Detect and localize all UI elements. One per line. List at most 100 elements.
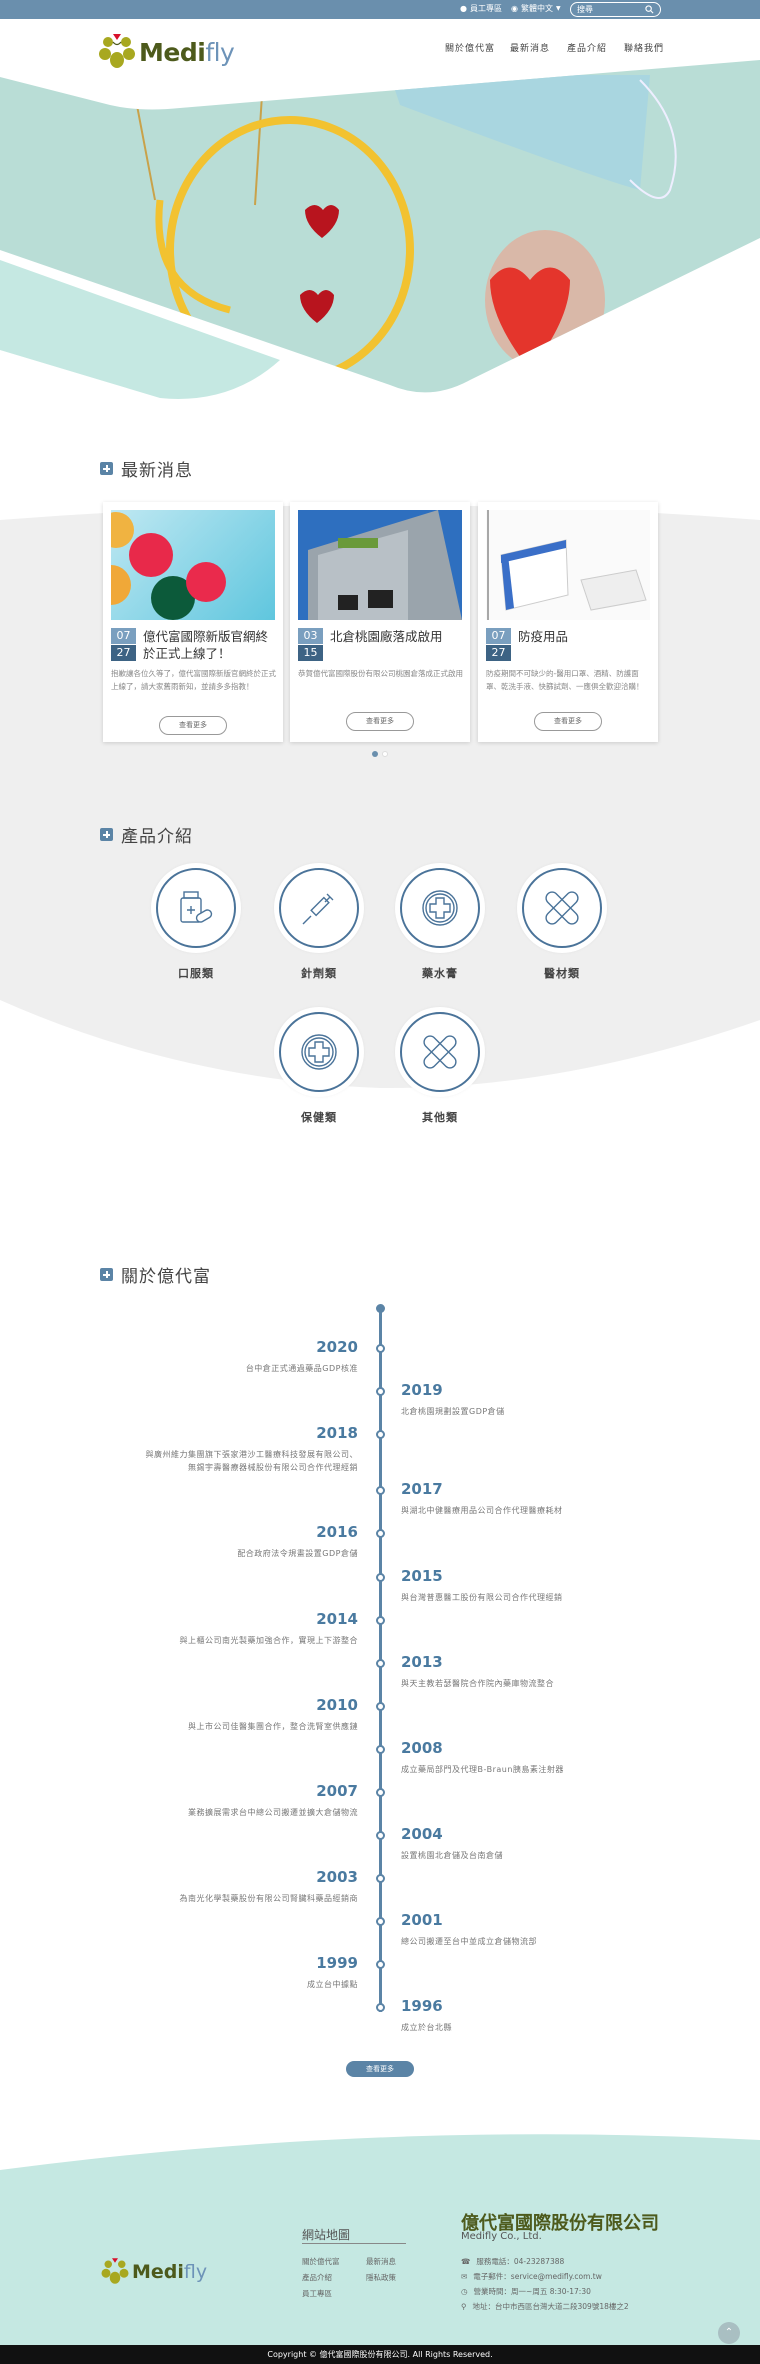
timeline-year: 2020: [316, 1338, 358, 1356]
language-select[interactable]: ◉繁體中文▼: [511, 3, 561, 14]
timeline-desc: 北倉桃園規劃設置GDP倉儲: [401, 1405, 721, 1418]
company-name: 億代富國際股份有限公司: [461, 2213, 659, 2234]
timeline-desc-line: 配合政府法令規畫設置GDP倉儲: [237, 1549, 358, 1558]
nav-news[interactable]: 最新消息: [510, 44, 551, 54]
news-card-title[interactable]: 北倉桃園廠落成啟用: [330, 629, 443, 644]
news-day: 15: [298, 645, 323, 661]
about-section-title: 關於億代富: [100, 1262, 211, 1287]
sitemap-divider: [302, 2243, 406, 2244]
footer-link-news[interactable]: 最新消息: [366, 2257, 396, 2266]
footer-background: [0, 2134, 760, 2350]
timeline-year: 2017: [401, 1480, 443, 1498]
timeline-desc-line: 與台灣普惠醫工股份有限公司合作代理經銷: [401, 1593, 563, 1602]
timeline-year: 1996: [401, 1997, 443, 2015]
product-other[interactable]: 其他類: [393, 1007, 487, 1125]
timeline-desc: 總公司搬遷至台中並成立倉儲物流部: [401, 1935, 721, 1948]
news-title: 最新消息: [121, 461, 193, 481]
medical-cross-icon: [301, 1034, 337, 1070]
timeline-desc: 成立藥局部門及代理B-Braun胰島素注射器: [401, 1763, 721, 1776]
timeline-desc: 與上市公司佳醫集團合作，整合洗腎室供應鏈: [38, 1720, 358, 1733]
search-box: [570, 2, 661, 17]
timeline-year: 2007: [316, 1782, 358, 1800]
footer-link-staff[interactable]: 員工專區: [302, 2289, 332, 2298]
timeline-year: 2013: [401, 1653, 443, 1671]
news-card-desc: 防疫期間不可缺少的-醫用口罩、酒精、防護面罩、乾洗手液、快篩試劑、一應俱全歡迎洽…: [486, 669, 644, 691]
timeline-desc-line: 與上市公司佳醫集團合作，整合洗腎室供應鏈: [188, 1722, 358, 1731]
envelope-icon: ✉: [461, 2272, 468, 2281]
timeline-year: 2018: [316, 1424, 358, 1442]
about-more-button[interactable]: 查看更多: [346, 2061, 414, 2077]
timeline-desc: 與台灣普惠醫工股份有限公司合作代理經銷: [401, 1591, 721, 1604]
logo-text-accent: fly: [183, 2261, 208, 2283]
contact-address: ⚲地址：台中市西區台灣大道二段309號18樓之2: [461, 2301, 629, 2312]
carousel-dot[interactable]: [382, 751, 388, 757]
news-more-button[interactable]: 查看更多: [159, 716, 227, 735]
map-pin-icon: ⚲: [461, 2302, 467, 2311]
carousel-dot-active[interactable]: [372, 751, 378, 757]
news-card-desc: 恭賀億代富國際股份有限公司桃園倉落成正式啟用: [298, 669, 463, 678]
news-card-title[interactable]: 防疫用品: [518, 629, 569, 644]
staff-link[interactable]: ●員工專區: [460, 3, 502, 14]
timeline-dot: [376, 1387, 385, 1396]
timeline-year: 2008: [401, 1739, 443, 1757]
news-more-button[interactable]: 查看更多: [346, 712, 414, 731]
nav-about[interactable]: 關於億代富: [445, 44, 496, 54]
search-input[interactable]: [577, 5, 637, 14]
timeline-desc: 成立台中據點: [38, 1978, 358, 1991]
logo[interactable]: Medifly: [97, 32, 257, 72]
phone-text: 服務電話：04-23287388: [476, 2257, 565, 2266]
logo-mark-icon: [99, 34, 135, 68]
footer-link-privacy[interactable]: 隱私政策: [366, 2273, 396, 2282]
timeline-desc-line: 北倉桃園規劃設置GDP倉儲: [401, 1407, 505, 1416]
nav-products[interactable]: 產品介紹: [567, 44, 608, 54]
timeline-dot: [376, 1917, 385, 1926]
timeline-dot: [376, 1430, 385, 1439]
caret-down-icon: ▼: [555, 5, 561, 12]
timeline-desc: 設置桃園北倉儲及台南倉儲: [401, 1849, 721, 1862]
user-icon: ●: [460, 4, 467, 13]
timeline-desc-line: 台中倉正式通過藥品GDP核准: [245, 1364, 358, 1373]
back-to-top-button[interactable]: ⌃: [718, 2322, 740, 2344]
news-section-title: 最新消息: [100, 456, 193, 481]
news-month: 07: [111, 628, 136, 644]
footer-link-products[interactable]: 產品介紹: [302, 2273, 332, 2282]
footer-logo[interactable]: Medifly: [100, 2256, 225, 2288]
staff-label: 員工專區: [469, 4, 502, 13]
news-more-button[interactable]: 查看更多: [534, 712, 602, 731]
timeline-dot: [376, 1529, 385, 1538]
timeline-dot: [376, 1874, 385, 1883]
timeline-year: 2015: [401, 1567, 443, 1585]
search-icon[interactable]: [645, 5, 654, 14]
timeline-dot: [376, 2003, 385, 2012]
product-label: 醫材類: [544, 967, 580, 980]
nav-contact[interactable]: 聯絡我們: [624, 44, 665, 54]
logo-mark-icon: [101, 2258, 129, 2284]
timeline-dot: [376, 1960, 385, 1969]
contact-phone: ☎服務電話：04-23287388: [461, 2256, 564, 2267]
product-injection[interactable]: 針劑類: [272, 863, 366, 981]
clock-icon: ◷: [461, 2287, 468, 2296]
timeline-desc-line: 業務擴展需求台中總公司搬遷並擴大倉儲物流: [188, 1808, 358, 1817]
timeline-desc-line: 成立藥局部門及代理B-Braun胰島素注射器: [401, 1765, 564, 1774]
news-month: 03: [298, 628, 323, 644]
product-health[interactable]: 保健類: [272, 1007, 366, 1125]
email-link[interactable]: 電子郵件：service@medifly.com.tw: [473, 2272, 602, 2281]
product-equipment[interactable]: 醫材類: [515, 863, 609, 981]
timeline-year: 1999: [316, 1954, 358, 1972]
news-day: 27: [486, 645, 511, 661]
news-month: 07: [486, 628, 511, 644]
footer-link-about[interactable]: 關於億代富: [302, 2257, 340, 2266]
timeline-desc: 與廣州維力集團旗下張家港沙工醫療科技發展有限公司、無錫宇壽醫療器械股份有限公司合…: [38, 1448, 358, 1474]
timeline-year: 2010: [316, 1696, 358, 1714]
globe-icon: ◉: [511, 4, 518, 13]
news-card-title[interactable]: 億代富國際新版官網終於正式上線了！: [143, 629, 269, 661]
product-ointment[interactable]: 藥水膏: [393, 863, 487, 981]
product-label: 針劑類: [301, 967, 337, 980]
product-oral[interactable]: 口服類: [149, 863, 243, 981]
